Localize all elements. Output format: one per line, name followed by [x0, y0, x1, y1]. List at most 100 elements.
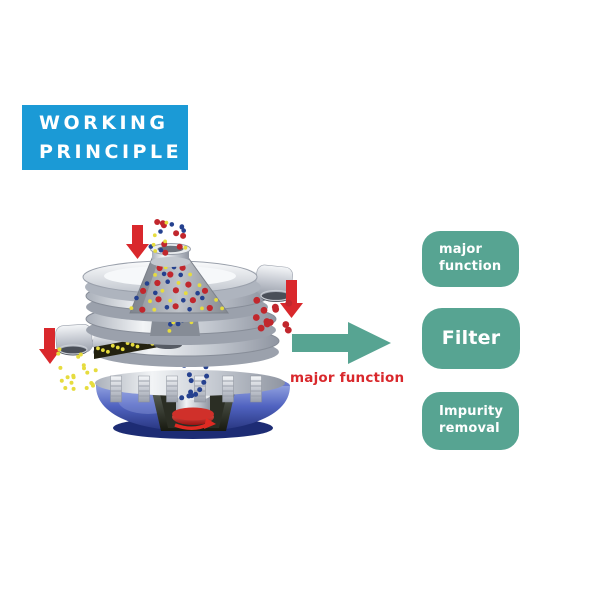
particle: [81, 363, 86, 368]
particle: [154, 219, 161, 225]
rotation-arrow-icon: [174, 418, 216, 430]
particle: [179, 264, 186, 271]
particle: [169, 222, 175, 227]
particle: [165, 279, 170, 285]
particle: [200, 295, 205, 301]
particle: [129, 306, 134, 310]
particle: [158, 229, 163, 234]
particle: [110, 343, 115, 348]
particle: [69, 380, 74, 385]
particle: [93, 368, 98, 373]
coarse-particle-outflow: [252, 296, 293, 334]
particle: [134, 295, 139, 301]
title-line-1: WORKING: [39, 112, 169, 134]
particle: [257, 324, 265, 332]
particle: [65, 375, 70, 380]
particle: [252, 314, 260, 321]
particle: [58, 365, 63, 370]
particle: [161, 271, 167, 277]
particle: [153, 273, 158, 277]
particle: [172, 287, 179, 294]
particle: [160, 288, 165, 293]
feed-cone-cutaway: [129, 255, 229, 314]
particle: [148, 299, 152, 304]
particle: [285, 299, 293, 307]
particle: [181, 228, 186, 233]
particle: [139, 306, 146, 313]
particle: [59, 378, 64, 383]
particle: [56, 351, 61, 356]
particle: [135, 344, 140, 349]
particle: [183, 245, 188, 250]
function-box-text: Filter: [441, 327, 501, 350]
particle: [195, 290, 200, 296]
flow-arrow-label: major function: [290, 370, 404, 386]
particle: [84, 386, 89, 390]
particle: [162, 249, 169, 256]
function-box-text: removal: [439, 421, 500, 436]
particle: [284, 326, 292, 334]
particle: [180, 232, 187, 239]
particle: [266, 319, 274, 326]
particle: [179, 395, 185, 401]
particle: [167, 271, 174, 278]
particle: [197, 387, 203, 393]
particle: [189, 297, 196, 304]
particle: [200, 306, 204, 311]
particle: [152, 307, 157, 312]
particle: [253, 296, 261, 304]
particle: [140, 287, 147, 294]
particle: [96, 346, 100, 351]
particle: [188, 272, 193, 277]
function-box-major-function: major function: [422, 231, 519, 287]
particle: [115, 345, 120, 350]
feed-particle-stream: [148, 219, 188, 256]
function-box-text: function: [439, 259, 502, 274]
particle: [158, 247, 164, 253]
particle: [89, 381, 94, 385]
particle: [185, 281, 192, 288]
particle: [153, 290, 158, 296]
particle: [71, 386, 76, 391]
particle: [78, 352, 83, 357]
particle: [176, 243, 183, 250]
fine-particle-outflow: [56, 347, 98, 391]
particle: [179, 224, 185, 229]
particle: [120, 347, 125, 352]
particle: [106, 349, 110, 354]
particle: [178, 272, 183, 278]
left-outflow-down-arrow-icon: [39, 328, 61, 364]
particle: [193, 391, 199, 397]
particle: [204, 373, 210, 379]
function-box-text: major: [439, 242, 483, 258]
particle: [214, 298, 219, 302]
particle: [188, 378, 194, 384]
particle: [130, 342, 135, 347]
particle: [151, 242, 156, 247]
particle: [172, 303, 179, 310]
particle: [220, 306, 225, 311]
particle: [101, 348, 105, 352]
particle: [164, 305, 170, 310]
flow-right-arrow-icon: [292, 322, 391, 364]
particle: [187, 307, 192, 312]
particle: [173, 230, 180, 237]
particle: [260, 306, 268, 314]
particle: [167, 329, 172, 333]
particle: [271, 303, 279, 311]
particle: [152, 233, 157, 238]
particle: [155, 296, 162, 303]
right-outflow-down-arrow-icon: [280, 280, 303, 318]
particle: [168, 298, 173, 303]
inflow-down-arrow-icon: [126, 225, 149, 259]
particle: [153, 249, 158, 253]
particle: [188, 389, 194, 395]
particle: [175, 321, 181, 327]
particle: [206, 304, 213, 312]
particle: [82, 366, 86, 371]
function-box-text: Impurity: [439, 404, 504, 420]
particle: [201, 379, 207, 385]
particle: [76, 354, 81, 359]
